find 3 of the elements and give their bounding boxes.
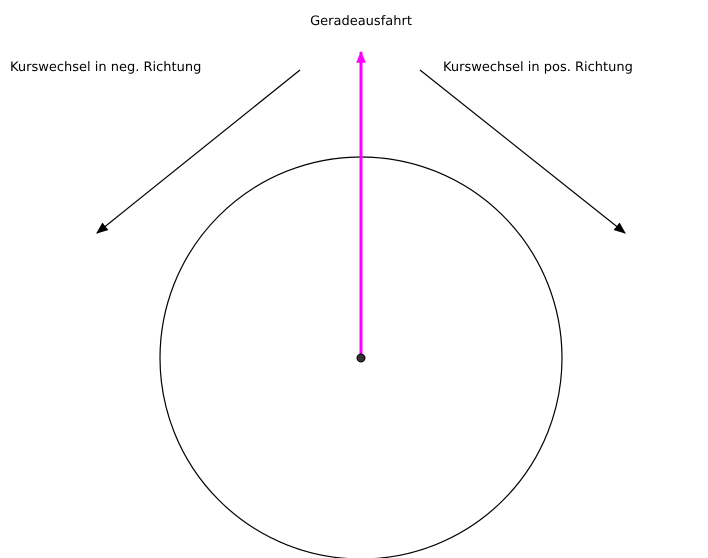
direction-label: Kurswechsel in pos. Richtung	[443, 60, 633, 76]
direction-label: Geradeausfahrt	[310, 14, 412, 30]
direction-label: Kurswechsel in neg. Richtung	[10, 60, 202, 76]
